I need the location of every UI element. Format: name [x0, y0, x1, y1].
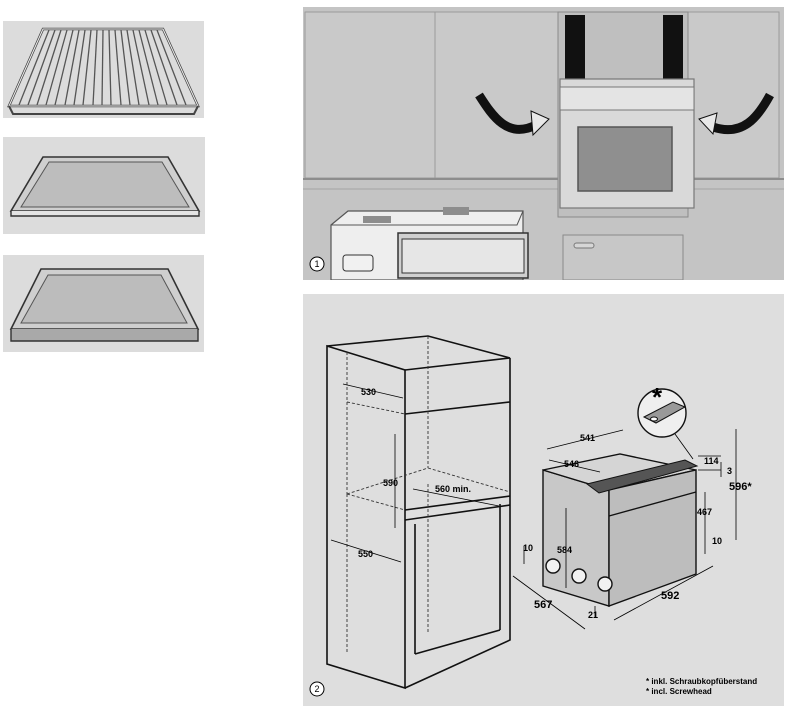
universal-pan-illustration — [9, 268, 200, 342]
dimension-diagram: 530 590 560 min. 550 — [309, 335, 752, 697]
wire-rack-panel — [3, 21, 204, 118]
baking-tray-panel — [3, 137, 205, 234]
figure-2-number: 2 — [314, 684, 319, 694]
dim-550: 550 — [358, 549, 373, 559]
footnote-german: * inkl. Schraubkopfüberstand — [646, 677, 758, 686]
dim-596: 596* — [729, 481, 752, 493]
dim-560-min: 560 min. — [435, 484, 471, 494]
universal-pan-panel — [3, 255, 204, 352]
dim-10-right: 10 — [712, 536, 722, 546]
dim-541: 541 — [580, 433, 595, 443]
dim-10-left: 10 — [523, 543, 533, 553]
dim-3: 3 — [727, 466, 732, 476]
dim-592: 592 — [661, 590, 679, 602]
dim-467: 467 — [697, 507, 712, 517]
dim-584: 584 — [557, 545, 572, 555]
footnote-english: * incl. Screwhead — [646, 687, 712, 696]
figure-2-dimension-diagram: 530 590 560 min. 550 — [303, 294, 784, 706]
figure-1-number: 1 — [314, 259, 319, 269]
dim-567: 567 — [534, 599, 552, 611]
baking-tray-illustration — [9, 156, 201, 217]
dim-590: 590 — [383, 478, 398, 488]
installation-scene: 1 — [303, 11, 784, 280]
detail-asterisk: * — [652, 382, 663, 412]
figure-1-installation-scene: 1 — [303, 7, 784, 280]
wire-rack-illustration — [7, 27, 200, 115]
dim-530: 530 — [361, 387, 376, 397]
dim-21: 21 — [588, 610, 598, 620]
dim-546: 546 — [564, 459, 579, 469]
dim-114: 114 — [704, 456, 719, 466]
